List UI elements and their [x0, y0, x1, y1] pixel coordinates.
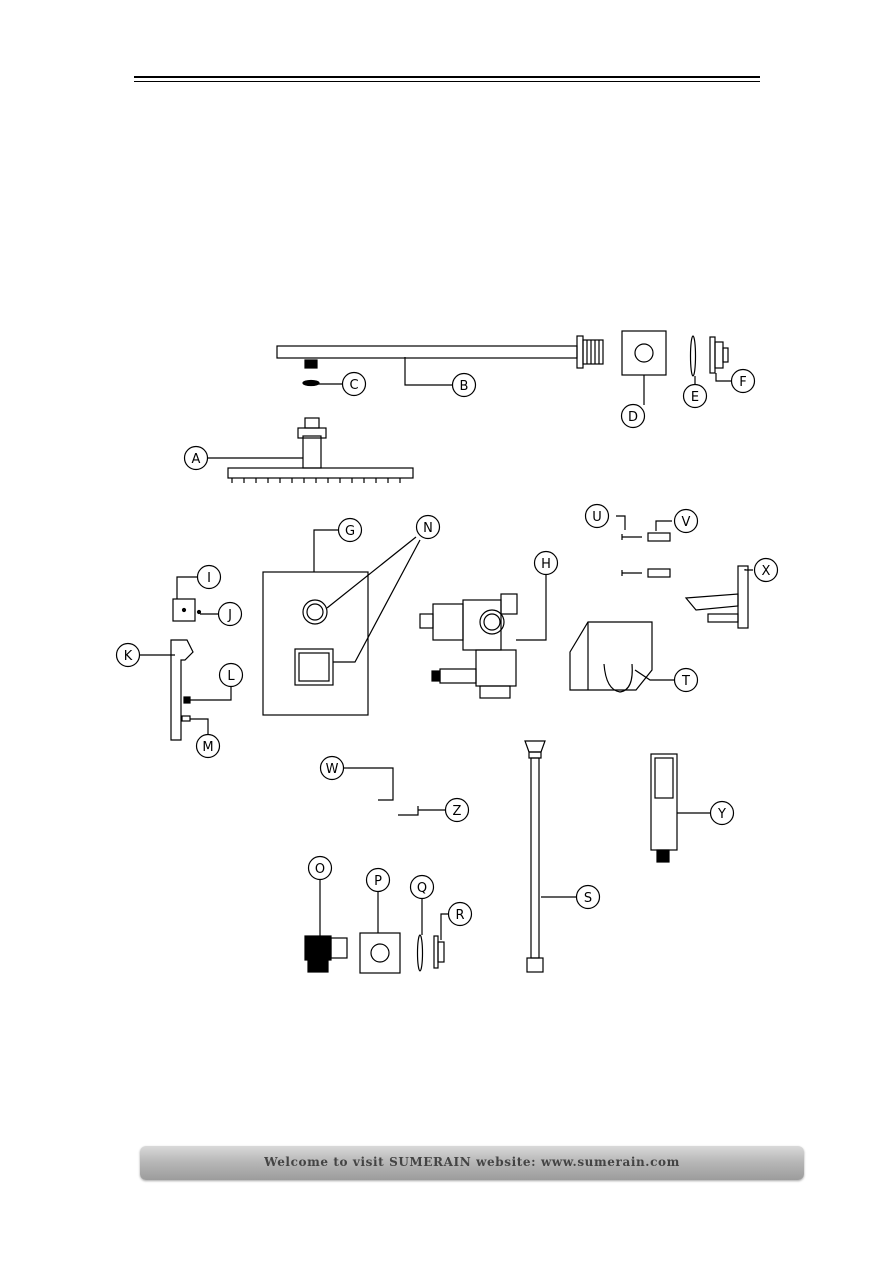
header-rule-thin	[134, 81, 760, 82]
label-circle-G	[337, 517, 363, 543]
label-circle-N	[415, 514, 441, 540]
label-W: W	[326, 762, 339, 777]
label-circle-B	[451, 372, 477, 398]
label-N: N	[423, 521, 433, 536]
hex-key-large-drawing	[348, 767, 394, 801]
label-circle-W	[319, 755, 345, 781]
label-F: F	[739, 375, 746, 390]
cover-plate-drawing	[621, 330, 667, 376]
label-X: X	[762, 564, 771, 579]
handle-drawing	[172, 598, 196, 622]
label-circle-P	[365, 867, 391, 893]
label-Z: Z	[453, 804, 462, 819]
label-circle-T	[673, 667, 699, 693]
label-circle-E	[682, 383, 708, 409]
label-S: S	[584, 891, 592, 906]
label-V: V	[682, 515, 691, 530]
outlet-flange-drawing	[433, 935, 445, 969]
label-circle-R	[447, 901, 473, 927]
outlet-cover-plate-drawing	[359, 932, 401, 974]
diverter-valve-drawing	[419, 593, 518, 699]
label-circle-S	[575, 884, 601, 910]
hex-key-small-drawing	[398, 806, 419, 816]
label-circle-Q	[409, 874, 435, 900]
label-circle-O	[307, 855, 333, 881]
label-circle-U	[584, 503, 610, 529]
label-Q: Q	[417, 881, 427, 896]
footer-banner: Welcome to visit SUMERAIN website: www.s…	[140, 1146, 804, 1180]
label-circle-A	[183, 445, 209, 471]
label-circle-F	[730, 368, 756, 394]
label-B: B	[460, 379, 469, 394]
label-circle-C	[341, 371, 367, 397]
o-ring-drawing	[302, 379, 320, 387]
small-fitting-drawing	[181, 715, 191, 722]
hand-shower-drawing	[650, 753, 678, 863]
shower-arm-drawing	[276, 335, 604, 369]
set-screw-drawing	[196, 609, 202, 615]
label-circle-V	[673, 508, 699, 534]
wall-bracket-drawing	[684, 565, 749, 629]
label-circle-L	[218, 662, 244, 688]
label-T: T	[681, 674, 690, 689]
label-K: K	[124, 649, 133, 664]
label-A: A	[192, 452, 201, 467]
header-rule-thick	[134, 76, 760, 78]
label-circle-M	[195, 733, 221, 759]
screw-anchor-set-drawing	[621, 532, 671, 578]
label-circle-Z	[444, 797, 470, 823]
rain-shower-head-drawing	[227, 417, 414, 483]
outlet-seal-drawing	[416, 934, 424, 972]
label-G: G	[345, 524, 355, 539]
label-R: R	[455, 908, 464, 923]
label-Y: Y	[717, 807, 726, 822]
label-circle-K	[115, 642, 141, 668]
label-circle-X	[753, 557, 779, 583]
flange-drawing	[709, 336, 729, 374]
label-J: J	[227, 608, 232, 623]
shower-holder-drawing	[569, 621, 653, 693]
trim-plate-drawing	[262, 571, 369, 716]
label-U: U	[592, 510, 602, 525]
label-circle-Y	[709, 800, 735, 826]
label-circle-J	[217, 601, 243, 627]
label-circle-I	[196, 564, 222, 590]
label-H: H	[541, 557, 551, 572]
seal-ring-drawing	[689, 335, 697, 377]
braided-hose-drawing	[524, 740, 546, 973]
label-I: I	[207, 571, 211, 586]
lever-drawing	[170, 639, 194, 741]
wall-outlet-elbow-drawing	[304, 935, 348, 973]
label-circle-D	[620, 403, 646, 429]
label-O: O	[315, 862, 325, 877]
button-cap-drawing	[183, 696, 191, 704]
label-E: E	[691, 390, 699, 405]
label-P: P	[374, 874, 382, 889]
label-circle-H	[533, 550, 559, 576]
label-L: L	[227, 669, 235, 684]
label-C: C	[349, 378, 358, 393]
label-M: M	[202, 740, 213, 755]
footer-text: Welcome to visit SUMERAIN website: www.s…	[264, 1155, 680, 1169]
label-D: D	[628, 410, 638, 425]
